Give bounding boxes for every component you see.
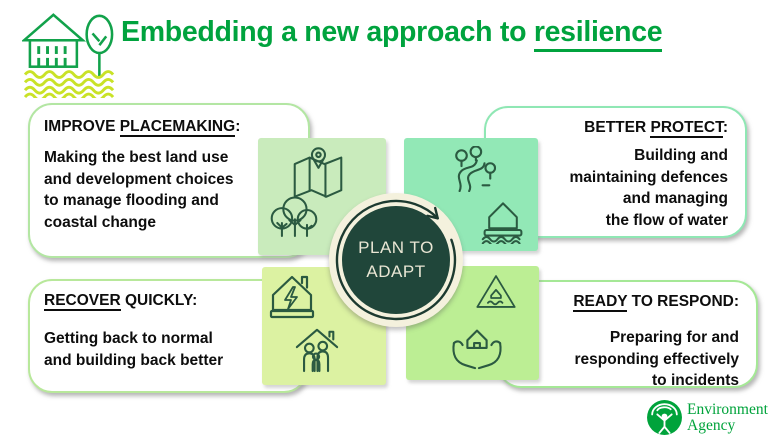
card-ready-to-respond: READY TO RESPOND: Preparing for and resp… — [497, 280, 758, 389]
house-power-icon — [269, 275, 315, 319]
page-title-text: Embedding a new approach to — [121, 16, 534, 48]
card-body: Making the best land use and development… — [44, 149, 234, 231]
clockwise-cycle-arrow-icon — [335, 199, 457, 321]
flood-warning-triangle-icon — [476, 275, 516, 308]
flooded-house-icon — [481, 202, 523, 244]
plan-to-adapt-hub: PLAN TO ADAPT — [329, 193, 463, 327]
hub-label-line2: ADAPT — [366, 262, 426, 281]
environment-agency-logo: Environment Agency — [646, 399, 768, 436]
card-recover-quickly: RECOVER QUICKLY: Getting back to normal … — [28, 279, 308, 393]
card-heading: BETTER PROTECT: — [584, 119, 728, 138]
page-title-underlined-word: resilience — [533, 16, 663, 52]
hub-circle: PLAN TO ADAPT — [342, 206, 450, 314]
card-body: Getting back to normal and building back… — [44, 330, 224, 369]
map-location-icon — [293, 147, 343, 198]
hands-holding-house-icon — [452, 329, 502, 370]
building-tree-floodwater-icon — [22, 13, 115, 98]
card-body: Building and maintaining defences and ma… — [569, 147, 728, 229]
card-heading: READY TO RESPOND: — [573, 293, 739, 312]
family-icon — [295, 328, 339, 373]
river-trees-icon — [455, 146, 496, 192]
environment-agency-roundel-icon — [647, 400, 682, 435]
hub-label-line1: PLAN TO — [358, 238, 434, 257]
trees-icon — [270, 196, 318, 238]
page-title: Embedding a new approach to resilience — [121, 16, 663, 52]
card-heading: RECOVER QUICKLY: — [44, 292, 198, 311]
card-heading: IMPROVE PLACEMAKING: — [44, 118, 241, 137]
card-body: Preparing for and responding effectively… — [574, 329, 739, 389]
environment-agency-wordmark: Environment Agency — [687, 400, 768, 434]
